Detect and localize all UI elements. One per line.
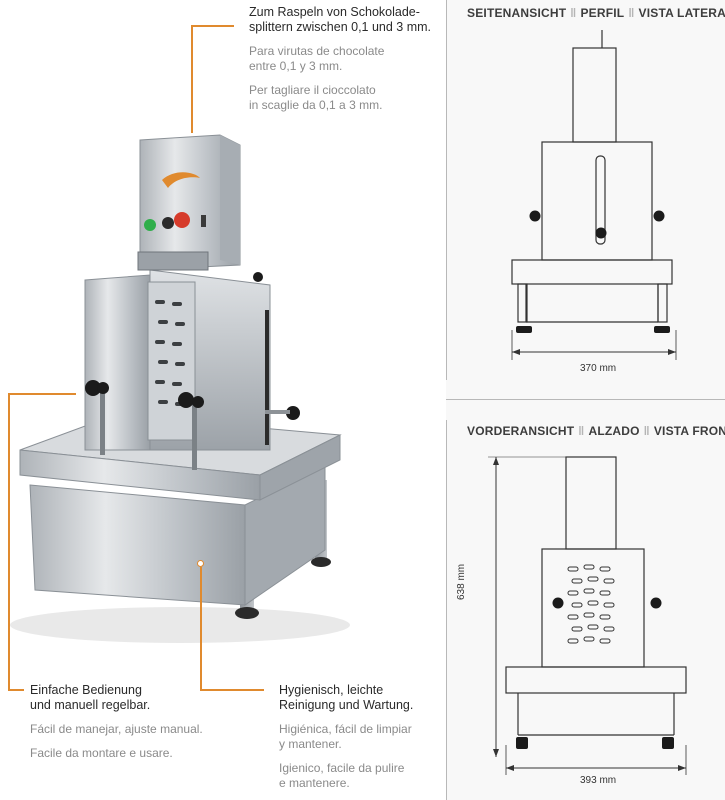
callout-top-de-2: splittern zwischen 0,1 und 3 mm. [249, 20, 432, 34]
front-view-height-label: 638 mm [456, 563, 467, 600]
callout-right-es-2: y mantener. [279, 737, 342, 751]
front-view-title-it: VISTA FRONTALE [653, 424, 725, 438]
callout-top: Zum Raspeln von Schokolade- splittern zw… [249, 5, 439, 113]
callout-left-it-1: Facile da montare e usare. [30, 746, 173, 760]
callout-top-es-2: entre 0,1 y 3 mm. [249, 59, 343, 73]
callout-left-de-1: Einfache Bedienung [30, 683, 142, 697]
side-view-title-es: PERFIL [580, 6, 625, 20]
callout-top-leader-horizontal [191, 25, 234, 27]
front-view-title-es: ALZADO [588, 424, 640, 438]
front-view-width-label: 393 mm [580, 775, 617, 786]
callout-left: Einfache Bedienung und manuell regelbar.… [30, 683, 230, 761]
callout-left-leader-vertical [8, 393, 10, 690]
callout-right-leader-horizontal [200, 689, 264, 691]
side-view-drawing [511, 30, 677, 360]
front-view-title: VORDERANSICHT‖ALZADO‖VISTA FRONTALE [467, 424, 725, 438]
callout-right-it-1: Igienico, facile da pulire [279, 761, 405, 775]
side-view-title: SEITENANSICHT‖PERFIL‖VISTA LATERALE [467, 6, 725, 20]
callout-right-es-1: Higiénica, fácil de limpiar [279, 722, 412, 736]
callout-top-it-1: Per tagliare il cioccolato [249, 83, 376, 97]
bar-separator-icon: ‖ [578, 424, 585, 438]
side-view-width-label: 370 mm [580, 363, 617, 374]
callout-right-leader-vertical [200, 567, 202, 690]
side-view-title-de: SEITENANSICHT [467, 6, 567, 20]
side-view-title-it: VISTA LATERALE [638, 6, 725, 20]
callout-left-leader-top [8, 393, 76, 395]
panel-left-border-bottom [446, 420, 447, 800]
machine-illustration [10, 134, 350, 643]
callout-right-it-2: e mantenere. [279, 776, 350, 790]
callout-left-es-1: Fácil de manejar, ajuste manual. [30, 722, 203, 736]
panel-divider [446, 399, 725, 400]
callout-right: Hygienisch, leichte Reinigung und Wartun… [279, 683, 444, 791]
front-view-title-de: VORDERANSICHT [467, 424, 575, 438]
callout-left-leader-bottom [8, 689, 24, 691]
bar-separator-icon: ‖ [643, 424, 650, 438]
callout-top-it-2: in scaglie da 0,1 a 3 mm. [249, 98, 383, 112]
panel-left-border-top [446, 0, 447, 380]
bar-separator-icon: ‖ [628, 6, 635, 20]
callout-left-de-2: und manuell regelbar. [30, 698, 151, 712]
callout-top-es-1: Para virutas de chocolate [249, 44, 385, 58]
front-view-drawing [488, 456, 687, 775]
callout-right-de-1: Hygienisch, leichte [279, 683, 384, 697]
callout-top-leader-vertical [191, 25, 193, 133]
callout-right-anchor-dot [197, 560, 204, 567]
callout-top-de-1: Zum Raspeln von Schokolade- [249, 5, 420, 19]
callout-right-de-2: Reinigung und Wartung. [279, 698, 414, 712]
bar-separator-icon: ‖ [570, 6, 577, 20]
